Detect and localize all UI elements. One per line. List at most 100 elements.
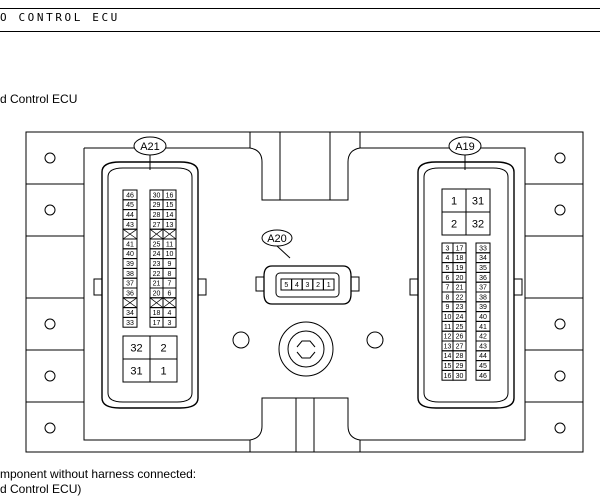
pin-number: 39 [126, 261, 134, 268]
mounting-hole [44, 422, 56, 434]
connector-outer-shell [417, 161, 515, 409]
pin-number: 6 [168, 290, 172, 297]
pin-number: 38 [479, 294, 487, 301]
pin-number: 31 [130, 365, 142, 377]
pin-number: 8 [446, 294, 450, 301]
pin-number: 37 [479, 285, 487, 292]
side-latch [197, 278, 207, 296]
pin-number: 44 [126, 212, 134, 219]
pin-number: 35 [479, 265, 487, 272]
pin-number: 38 [126, 271, 134, 278]
pin-number: 40 [479, 314, 487, 321]
pin-number: 37 [126, 281, 134, 288]
pin-number: 11 [444, 324, 451, 331]
pin-number: 16 [166, 192, 174, 199]
pin-number: 30 [456, 373, 464, 380]
pin-number: 1 [160, 365, 166, 377]
bottom-tab [249, 397, 361, 452]
pin-number: 15 [166, 202, 174, 209]
top-tab [249, 132, 361, 201]
ecu-housing [25, 131, 584, 453]
side-latch [93, 278, 103, 296]
section-header-title: O CONTROL ECU [0, 11, 120, 24]
pin-number: 20 [456, 275, 464, 282]
pin-number: 22 [153, 271, 161, 278]
pin-number: 29 [153, 202, 161, 209]
connector-label-a21: A21 [140, 141, 160, 153]
empty-pin-cross [149, 297, 164, 308]
pin-number: 25 [456, 324, 464, 331]
pin-number: 1 [451, 195, 457, 207]
pin-number: 3 [446, 245, 450, 252]
pin-number: 3 [168, 320, 172, 327]
pin-number: 29 [456, 363, 464, 370]
connector-inner-shell [107, 167, 193, 403]
label-leader [276, 245, 291, 259]
empty-pin-cross [122, 297, 138, 308]
pin-number: 10 [166, 251, 174, 258]
pin-number: 27 [153, 222, 161, 229]
pin-number: 46 [126, 192, 134, 199]
pin-cell [452, 369, 467, 381]
pin-number: 13 [444, 343, 452, 350]
pin-cell [149, 358, 178, 383]
center-boss-outer [278, 321, 334, 377]
pin-number: 27 [456, 343, 464, 350]
pin-number: 7 [168, 281, 172, 288]
pin-number: 7 [446, 285, 450, 292]
pin-number: 45 [479, 363, 487, 370]
mounting-hole [554, 152, 566, 164]
pin-number: 30 [153, 192, 161, 199]
pin-number: 15 [444, 363, 452, 370]
pin-number: 26 [456, 334, 464, 341]
bottom-caption-line1: mponent without harness connected: [0, 467, 197, 481]
pin-number: 39 [479, 304, 487, 311]
side-latch [255, 276, 265, 292]
pin-number: 13 [166, 222, 174, 229]
pin-cell [465, 211, 491, 236]
pin-number: 6 [446, 275, 450, 282]
pin-number: 41 [479, 324, 487, 331]
header-rule [0, 31, 600, 32]
pin-number: 9 [168, 261, 172, 268]
empty-pin-cross [149, 228, 164, 240]
pin-number: 17 [153, 320, 161, 327]
connector-outer-shell [101, 161, 199, 409]
side-latch [350, 276, 360, 292]
pin-number: 32 [472, 218, 484, 230]
pin-number: 2 [160, 342, 166, 354]
pin-number: 14 [444, 353, 452, 360]
pin-number: 11 [166, 241, 173, 248]
center-boss-inner [287, 330, 325, 368]
pin-number: 23 [456, 304, 464, 311]
housing-outline [25, 131, 584, 453]
pin-number: 10 [444, 314, 452, 321]
pin-number: 1 [327, 282, 331, 289]
pin-number: 25 [153, 241, 161, 248]
pin-number: 2 [451, 218, 457, 230]
pin-cell [475, 369, 491, 381]
pin-number: 43 [479, 343, 487, 350]
pin-number: 9 [446, 304, 450, 311]
pin-number: 3 [306, 282, 310, 289]
pin-number: 32 [130, 342, 142, 354]
pin-number: 21 [456, 285, 464, 292]
pin-cell [122, 316, 138, 328]
pin-number: 24 [153, 251, 161, 258]
pin-number: 46 [479, 373, 487, 380]
center-boss-detail [296, 351, 316, 359]
pin-number: 22 [456, 294, 464, 301]
pin-number: 4 [446, 255, 450, 262]
pin-number: 20 [153, 290, 161, 297]
mounting-hole [44, 152, 56, 164]
connector-label-a20: A20 [267, 233, 287, 245]
pin-number: 16 [444, 373, 452, 380]
pin-number: 14 [166, 212, 174, 219]
empty-pin-cross [122, 228, 138, 240]
pin-number: 40 [126, 251, 134, 258]
